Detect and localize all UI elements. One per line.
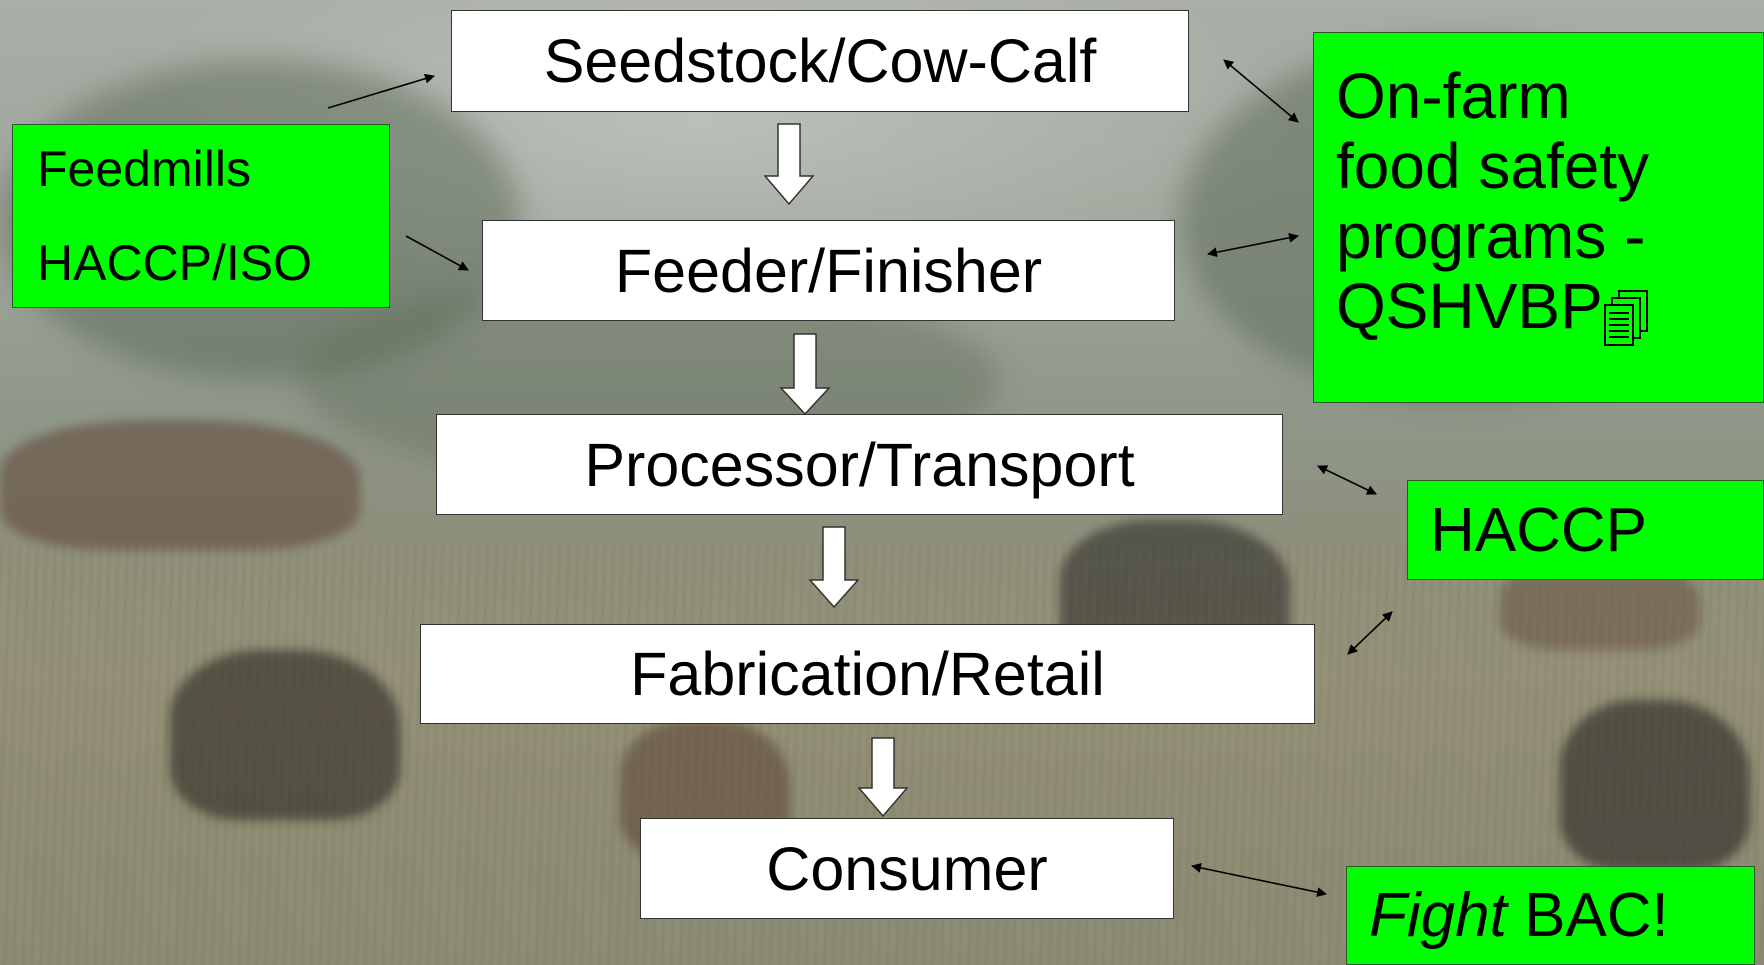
consumer-fightbac-arrow <box>1191 862 1327 898</box>
down-arrow-1 <box>763 123 815 206</box>
onfarm-programs-box: On-farm food safety programs - QSHVBP <box>1313 32 1764 403</box>
haccp-iso-label: HACCP/ISO <box>37 235 313 291</box>
processor-box: Processor/Transport <box>436 414 1283 515</box>
down-arrow-3 <box>808 526 860 609</box>
feeder-onfarm-arrow <box>1207 232 1299 258</box>
feedmills-to-feeder-arrow <box>405 235 469 271</box>
feedmills-label: Feedmills <box>37 141 251 197</box>
feeder-label: Feeder/Finisher <box>614 236 1043 305</box>
seedstock-label: Seedstock/Cow-Calf <box>543 27 1097 95</box>
fabrication-label: Fabrication/Retail <box>630 640 1105 708</box>
feedmills-box: Feedmills HACCP/ISO <box>12 124 390 308</box>
processor-haccp-arrow <box>1317 465 1377 495</box>
consumer-box: Consumer <box>640 818 1174 919</box>
fight-italic-label: Fight <box>1369 881 1507 950</box>
seedstock-box: Seedstock/Cow-Calf <box>451 10 1189 112</box>
feeder-box: Feeder/Finisher <box>482 220 1175 321</box>
fabrication-haccp-arrow <box>1347 611 1393 655</box>
consumer-label: Consumer <box>766 834 1048 903</box>
seedstock-onfarm-arrow <box>1223 59 1299 123</box>
onfarm-line-2: food safety <box>1336 130 1650 202</box>
processor-label: Processor/Transport <box>584 430 1135 499</box>
fabrication-box: Fabrication/Retail <box>420 624 1315 724</box>
onfarm-line-3: programs - <box>1336 200 1646 272</box>
haccp-label: HACCP <box>1430 495 1648 565</box>
down-arrow-2 <box>779 333 831 416</box>
onfarm-line-1: On-farm <box>1336 60 1571 132</box>
document-stack-icon[interactable] <box>1601 289 1651 349</box>
fight-bac-box: Fight BAC! <box>1346 866 1755 965</box>
haccp-box: HACCP <box>1407 480 1764 580</box>
feedmills-to-seedstock-arrow <box>327 73 435 109</box>
down-arrow-4 <box>857 737 909 818</box>
onfarm-line-4: QSHVBP <box>1336 270 1603 342</box>
bac-label: BAC! <box>1506 881 1669 950</box>
